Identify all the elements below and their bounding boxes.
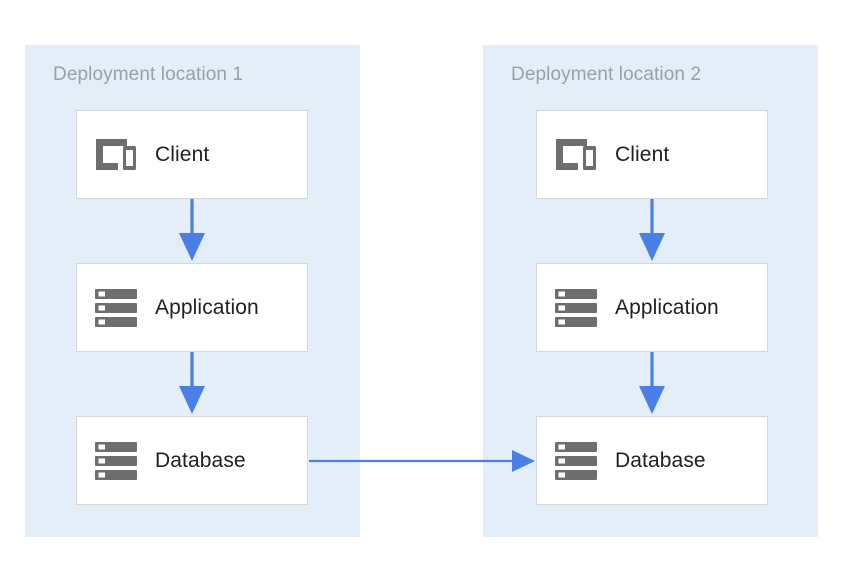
zone-1-label: Deployment location 1: [53, 64, 244, 85]
devices-icon: [77, 111, 155, 198]
devices-icon: [537, 111, 615, 198]
node-database-2-label: Database: [615, 448, 706, 472]
node-database-2[interactable]: Database: [536, 416, 768, 505]
node-database-1-label: Database: [155, 448, 246, 472]
zone-2-label: Deployment location 2: [511, 64, 702, 85]
server-stack-icon: [537, 264, 615, 351]
node-client-1[interactable]: Client: [76, 110, 308, 199]
node-application-1[interactable]: Application: [76, 263, 308, 352]
server-stack-icon: [537, 417, 615, 504]
node-application-2-label: Application: [615, 295, 719, 319]
server-stack-icon: [77, 264, 155, 351]
node-application-2[interactable]: Application: [536, 263, 768, 352]
server-stack-icon: [77, 417, 155, 504]
node-client-1-label: Client: [155, 142, 210, 166]
node-application-1-label: Application: [155, 295, 259, 319]
node-client-2-label: Client: [615, 142, 670, 166]
node-client-2[interactable]: Client: [536, 110, 768, 199]
node-database-1[interactable]: Database: [76, 416, 308, 505]
